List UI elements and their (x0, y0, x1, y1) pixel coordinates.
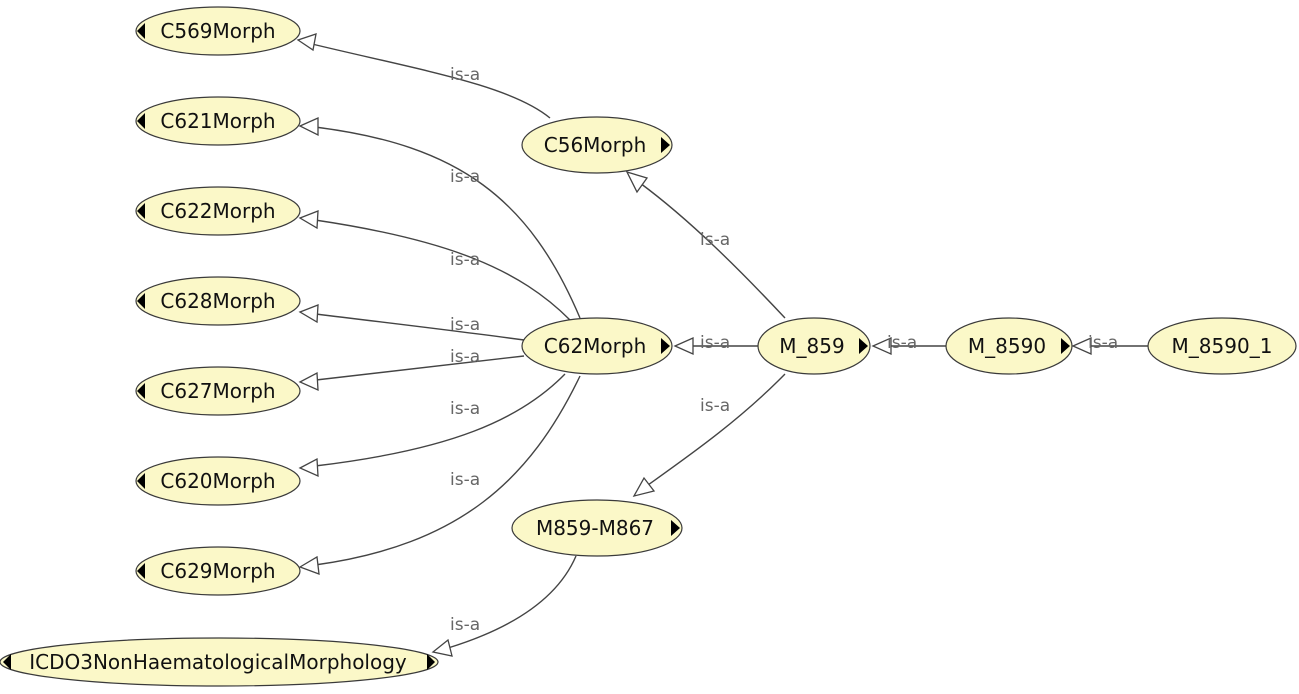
edge-c62-c622: is-a (298, 210, 571, 321)
expand-right-icon[interactable] (427, 654, 435, 670)
edge-m8590-m859: is-a (871, 333, 948, 356)
edge-label: is-a (450, 399, 480, 419)
node-label: M_8590 (968, 334, 1046, 358)
edge-label: is-a (700, 333, 730, 353)
edge-c62-c629: is-a (298, 375, 581, 575)
edge-label: is-a (450, 65, 480, 85)
edges-layer: is-a is-a is-a is-a is-a (296, 33, 1150, 657)
node-c62morph[interactable]: C62Morph (521, 317, 673, 375)
node-c627morph[interactable]: C627Morph (135, 366, 301, 416)
node-label: M_8590_1 (1172, 334, 1273, 358)
node-label: C621Morph (160, 109, 275, 133)
expand-right-icon[interactable] (661, 137, 670, 153)
expand-left-icon[interactable] (137, 473, 145, 489)
node-c569morph[interactable]: C569Morph (135, 6, 301, 56)
expand-left-icon[interactable] (137, 383, 145, 399)
node-m859-m867[interactable]: M859-M867 (511, 499, 683, 557)
node-icdo3nonhaematologicalmorphology[interactable]: ICDO3NonHaematologicalMorphology (0, 637, 439, 687)
node-c622morph[interactable]: C622Morph (135, 186, 301, 236)
expand-left-icon[interactable] (137, 563, 145, 579)
node-m-8590[interactable]: M_8590 (945, 317, 1073, 375)
edge-m859-m859m867: is-a (632, 373, 786, 497)
edge-m859-c56: is-a (625, 170, 786, 319)
node-m-859[interactable]: M_859 (757, 317, 871, 375)
edge-label: is-a (450, 347, 480, 367)
node-label: C628Morph (160, 289, 275, 313)
node-label: C569Morph (160, 19, 275, 43)
edge-label: is-a (700, 230, 730, 250)
expand-left-icon[interactable] (137, 23, 145, 39)
edge-c62-c621: is-a (298, 116, 581, 319)
edge-c56-c569: is-a (296, 33, 551, 119)
node-c56morph[interactable]: C56Morph (521, 116, 673, 174)
node-m-8590-1[interactable]: M_8590_1 (1147, 317, 1297, 375)
edge-m85901-m8590: is-a (1071, 333, 1150, 356)
node-label: C62Morph (544, 334, 647, 358)
node-c629morph[interactable]: C629Morph (135, 546, 301, 596)
expand-left-icon[interactable] (137, 293, 145, 309)
node-label: ICDO3NonHaematologicalMorphology (29, 650, 407, 674)
edge-label: is-a (450, 470, 480, 490)
edge-c62-c627: is-a (298, 347, 525, 392)
edge-label: is-a (700, 396, 730, 416)
edge-label: is-a (1088, 333, 1118, 353)
expand-right-icon[interactable] (1061, 338, 1070, 354)
edge-m859-c62: is-a (673, 333, 758, 356)
expand-right-icon[interactable] (859, 338, 868, 354)
edge-label: is-a (450, 315, 480, 335)
edge-c62-c620: is-a (298, 373, 566, 478)
expand-right-icon[interactable] (661, 338, 670, 354)
expand-left-icon[interactable] (137, 203, 145, 219)
edge-m859m867-icdo3: is-a (431, 555, 577, 657)
node-label: C620Morph (160, 469, 275, 493)
node-label: M_859 (779, 334, 844, 358)
nodes-layer: C569Morph C621Morph C622Morph C628Morph … (0, 6, 1297, 687)
node-c628morph[interactable]: C628Morph (135, 276, 301, 326)
node-c620morph[interactable]: C620Morph (135, 456, 301, 506)
node-label: M859-M867 (536, 516, 654, 540)
expand-right-icon[interactable] (671, 520, 680, 536)
node-label: C627Morph (160, 379, 275, 403)
node-label: C629Morph (160, 559, 275, 583)
node-label: C622Morph (160, 199, 275, 223)
expand-left-icon[interactable] (3, 654, 11, 670)
node-c621morph[interactable]: C621Morph (135, 96, 301, 146)
edge-c62-c628: is-a (298, 304, 525, 341)
expand-left-icon[interactable] (137, 113, 145, 129)
node-label: C56Morph (544, 133, 647, 157)
edge-label: is-a (887, 333, 917, 353)
edge-label: is-a (450, 615, 480, 635)
edge-label: is-a (450, 167, 480, 187)
edge-label: is-a (450, 250, 480, 270)
